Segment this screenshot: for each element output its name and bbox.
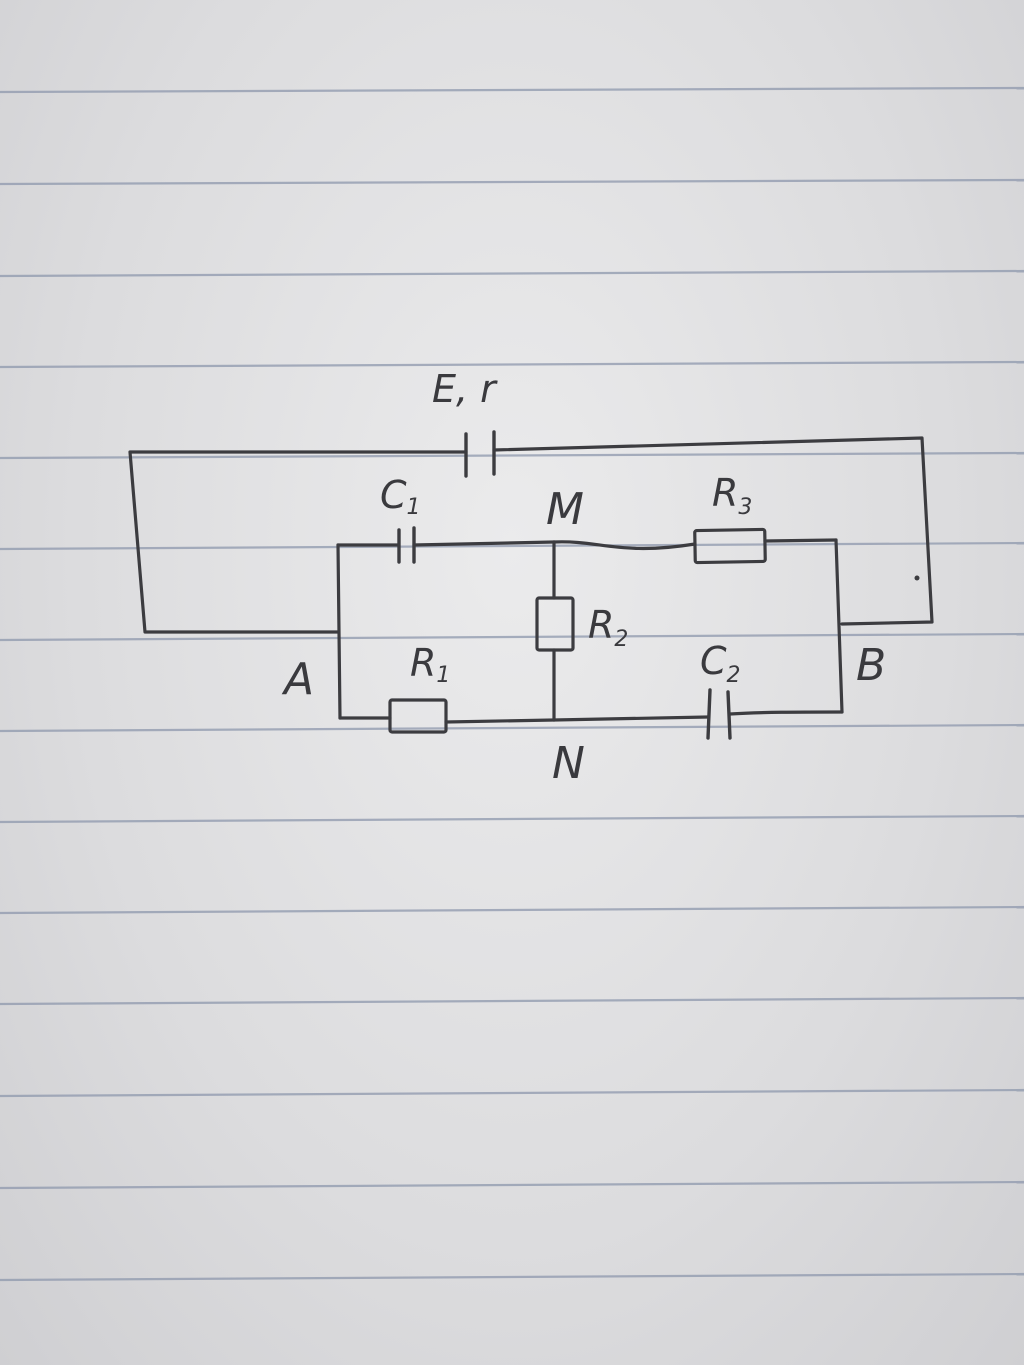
rule-line (0, 996, 1024, 1006)
label-r3-index: 3 (738, 495, 752, 520)
label-r3-letter: R (712, 471, 738, 515)
resistor-r3 (693, 527, 767, 565)
c2-plate-left (706, 688, 712, 740)
resistor-r2 (535, 596, 575, 652)
rule-line (0, 86, 1024, 94)
wire-r3-to-b (763, 538, 838, 543)
rule-line (0, 1272, 1024, 1282)
wire-n-to-c2 (552, 715, 710, 722)
label-c2-letter: C (700, 639, 727, 683)
rule-line (0, 632, 1024, 642)
node-a-bus (336, 543, 342, 720)
label-r2-index: 2 (614, 627, 628, 652)
capacitor-c1 (397, 526, 416, 564)
resistor-r1 (388, 698, 448, 734)
capacitor-c2 (706, 688, 732, 740)
label-r2-letter: R (588, 603, 614, 647)
node-label-m: M (546, 484, 584, 535)
rule-line (0, 451, 1024, 460)
label-r1-letter: R (410, 641, 436, 685)
label-c1: C1 (380, 473, 421, 520)
label-r2: R2 (588, 603, 628, 652)
wire-c1-to-m (412, 540, 556, 547)
node-label-a: A (281, 654, 314, 705)
source-label: E, r (432, 367, 498, 411)
rule-line (0, 178, 1024, 186)
rule-line (0, 541, 1024, 551)
wire-r1-to-n (444, 718, 556, 724)
outer-wire-left (128, 450, 468, 634)
label-c2: C2 (700, 639, 741, 688)
label-c2-index: 2 (727, 663, 741, 688)
rule-line (0, 905, 1024, 915)
node-label-b: B (856, 640, 886, 691)
rule-line (0, 269, 1024, 278)
label-r3: R3 (712, 471, 752, 520)
source-battery (464, 430, 496, 478)
rule-line (0, 1180, 1024, 1190)
outer-wire-right (492, 436, 934, 626)
label-r1: R1 (410, 641, 450, 688)
rule-line (0, 723, 1024, 733)
rule-line (0, 360, 1024, 369)
rule-line (0, 814, 1024, 824)
label-r1-index: 1 (436, 663, 450, 688)
label-c1-index: 1 (407, 495, 421, 520)
node-label-n: N (552, 738, 585, 789)
wire-c2-to-b (728, 710, 844, 716)
rule-line (0, 1088, 1024, 1098)
ruled-lines (0, 86, 1024, 1282)
label-c1-letter: C (380, 473, 407, 517)
circuit (128, 430, 934, 740)
wire-m-to-r3 (552, 540, 697, 551)
ink-dot (914, 575, 920, 581)
labels: E, r A B M N C1 R3 R2 R1 C2 (281, 367, 886, 789)
node-b-bus (834, 538, 844, 714)
